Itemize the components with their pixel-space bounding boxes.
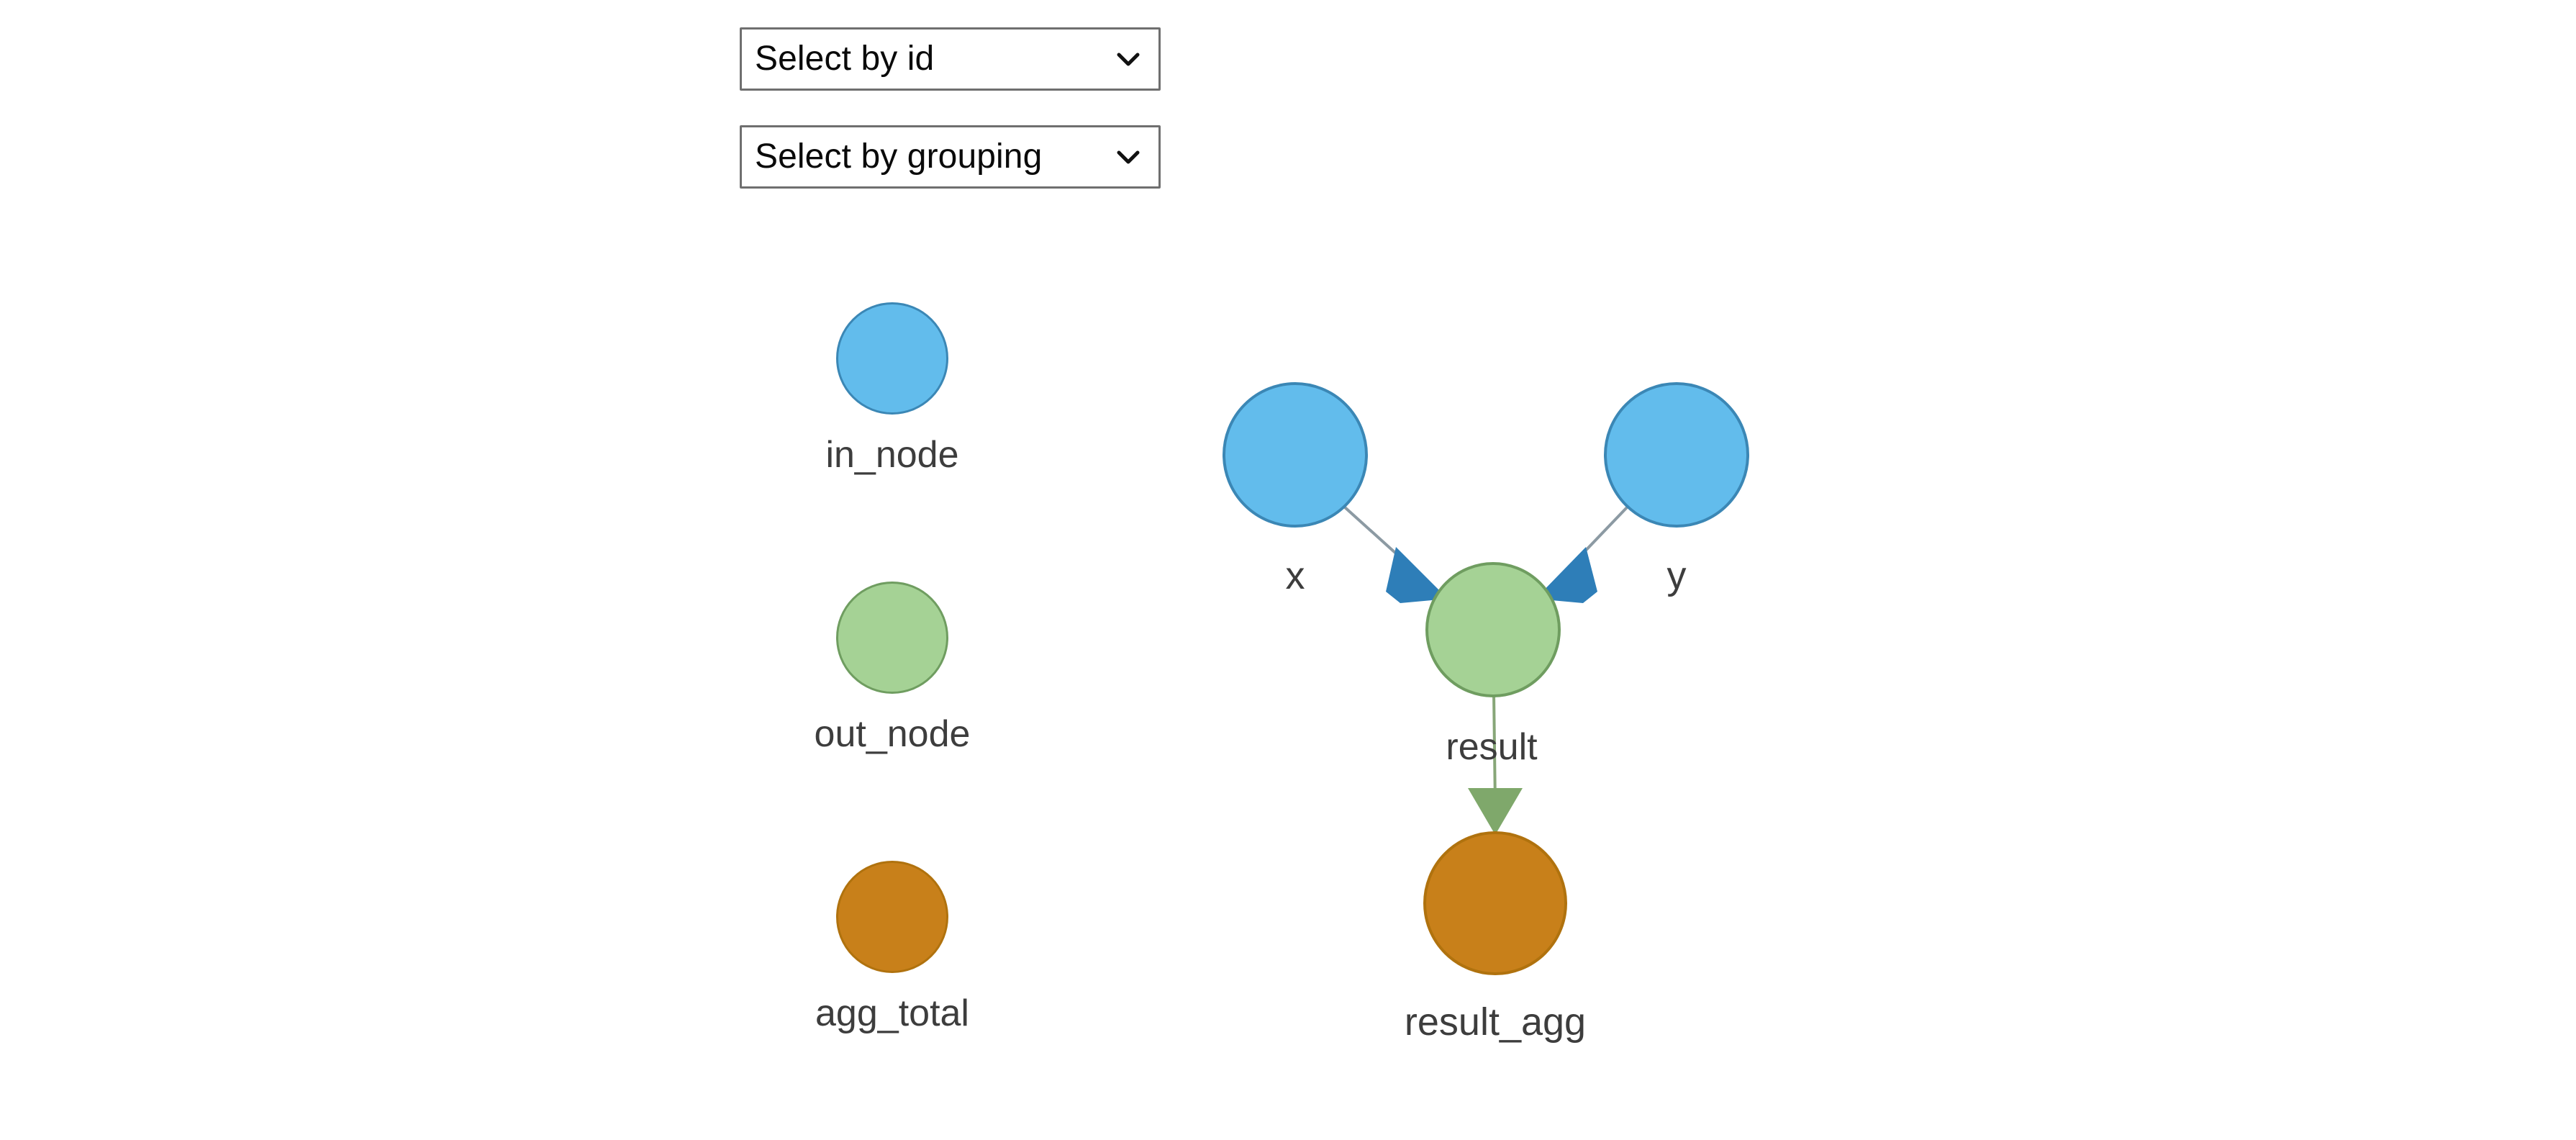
node-circle[interactable] [1423, 831, 1567, 975]
node-circle[interactable] [1604, 382, 1749, 528]
in-node-swatch-icon [836, 302, 948, 415]
node-y[interactable] [1604, 382, 1749, 528]
edge-line [1492, 692, 1497, 807]
legend-label-agg-total: agg_total [815, 992, 969, 1034]
select-by-id-value: Select by id [755, 40, 935, 78]
chevron-down-icon[interactable] [1114, 142, 1143, 171]
select-by-grouping[interactable]: Select by grouping [740, 125, 1161, 189]
legend-label-out-node: out_node [814, 713, 971, 755]
edge-arrowhead-icon [1536, 547, 1597, 603]
edge-result-to-result-agg[interactable]: result [1446, 692, 1538, 835]
legend-item-out-node[interactable]: out_node [777, 582, 1007, 861]
node-x[interactable] [1223, 382, 1368, 528]
legend-item-agg-total[interactable]: agg_total [777, 861, 1007, 1140]
agg-total-swatch-icon [836, 861, 948, 973]
graph-canvas: result x y result_agg [1223, 382, 1749, 1044]
edge-arrowhead-icon [1386, 547, 1448, 603]
node-circle[interactable] [1425, 562, 1561, 697]
node-result[interactable] [1425, 562, 1561, 697]
node-label-x: x [1286, 554, 1305, 597]
out-node-swatch-icon [836, 582, 948, 694]
node-circle[interactable] [1223, 382, 1368, 528]
edge-x-to-result[interactable] [1343, 505, 1448, 603]
legend-item-in-node[interactable]: in_node [777, 302, 1007, 582]
controls-panel: Select by id Select by grouping [740, 27, 1171, 223]
chevron-down-icon[interactable] [1114, 45, 1143, 73]
node-label-y: y [1667, 554, 1687, 597]
select-by-grouping-value: Select by grouping [755, 137, 1043, 176]
legend-label-in-node: in_node [825, 434, 959, 476]
node-label-result-agg: result_agg [1405, 1000, 1586, 1044]
legend: in_node out_node agg_total [777, 302, 1007, 1140]
select-by-id[interactable]: Select by id [740, 27, 1161, 91]
edge-label-result: result [1446, 726, 1538, 768]
edge-y-to-result[interactable] [1536, 505, 1629, 603]
edge-arrowhead-icon [1468, 788, 1523, 835]
node-result-agg[interactable] [1423, 831, 1567, 975]
